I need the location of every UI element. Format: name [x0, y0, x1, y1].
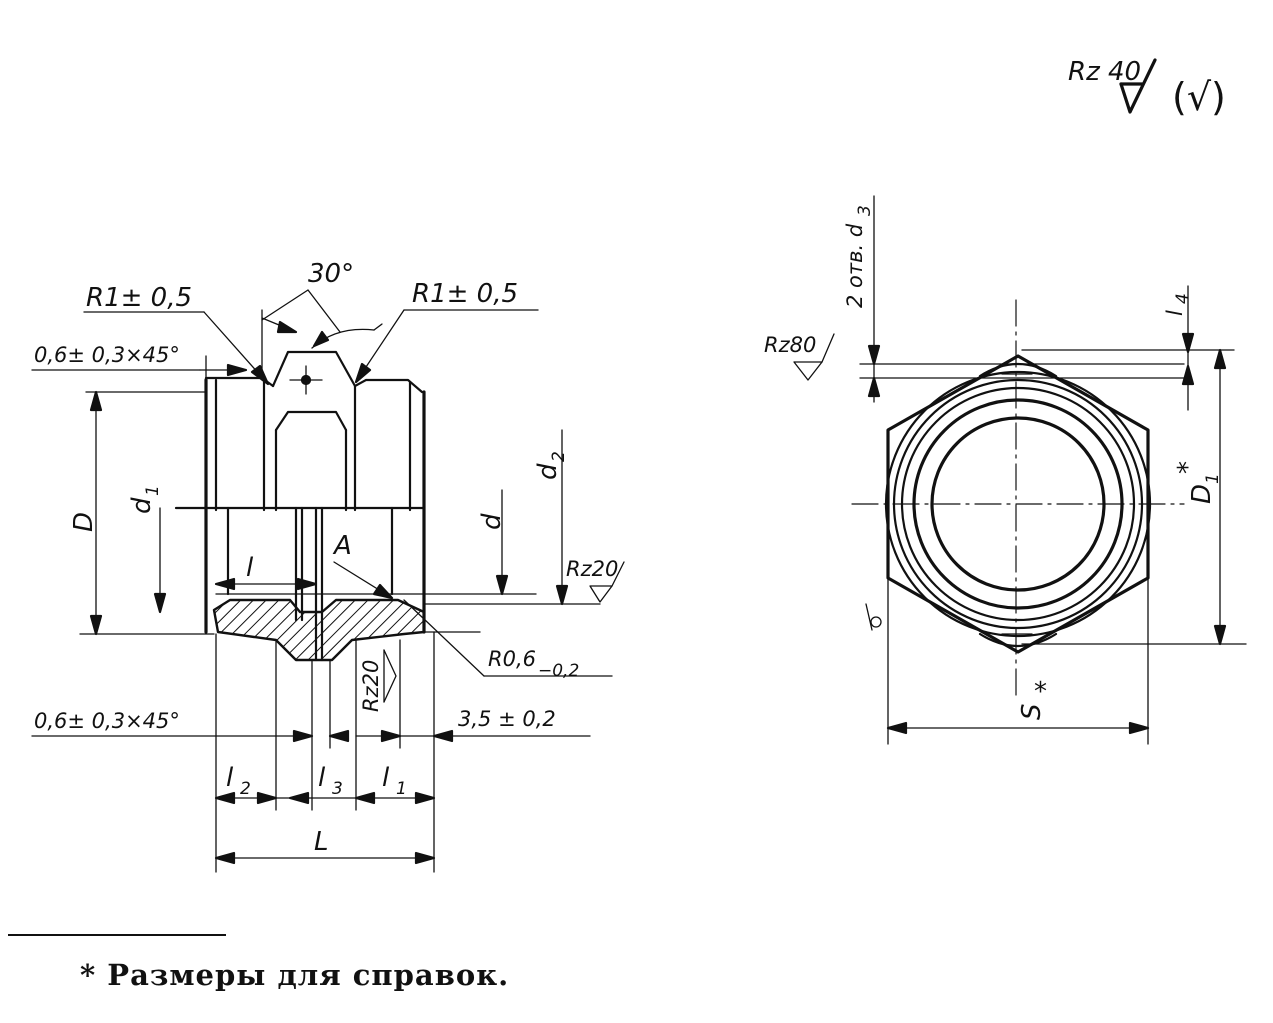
section-view: D d 1 d d 2 Rz20 l [31, 259, 625, 873]
label-chamfer-top: 0,6± 0,3×45° [34, 343, 180, 367]
end-view: 2 отв. d 3 Rz80 l 4 D 1 * [764, 195, 1247, 745]
label-d1: d 1 [127, 485, 163, 514]
label-l-inner: l [246, 553, 254, 583]
label-d: d [477, 513, 507, 530]
roughness-general-text: Rz 40 [1068, 57, 1141, 87]
label-angle-30: 30° [308, 259, 354, 289]
svg-text:3: 3 [332, 779, 343, 799]
svg-text:S: S [1017, 703, 1047, 720]
footnote-text: * Размеры для справок. [80, 958, 510, 992]
label-A: A [332, 531, 352, 561]
roughness-bore: Rz20 [566, 557, 625, 603]
svg-text:1: 1 [1203, 473, 1223, 484]
roughness-collar: Rz20 [359, 660, 383, 712]
svg-text:2: 2 [549, 451, 569, 462]
svg-text:l: l [318, 763, 326, 793]
label-l2: l 2 [226, 763, 251, 799]
label-collar-width: 3,5 ± 0,2 [458, 707, 556, 731]
svg-text:Rz20: Rz20 [359, 660, 383, 712]
label-l3: l 3 [318, 763, 343, 799]
label-S: S [1017, 703, 1047, 720]
svg-text:d: d [127, 497, 157, 514]
svg-text:Rz20: Rz20 [566, 557, 618, 581]
svg-text:3: 3 [855, 205, 875, 216]
label-S-star: * [1034, 677, 1047, 707]
svg-text:R0,6: R0,6 [488, 647, 536, 671]
svg-text:D: D [1187, 484, 1217, 504]
svg-text:1: 1 [396, 779, 407, 799]
svg-text:*: * [1173, 461, 1203, 474]
roughness-hex-face: Rz80 [764, 333, 835, 381]
label-chamfer-bottom: 0,6± 0,3×45° [34, 709, 180, 733]
label-D: D [69, 512, 99, 532]
label-l4: l 4 [1163, 293, 1193, 316]
label-radius-left: R1± 0,5 [86, 283, 192, 313]
svg-text:l: l [1163, 310, 1187, 316]
general-roughness-symbol: Rz 40 (√) [1068, 57, 1226, 119]
svg-text:d: d [533, 463, 563, 480]
label-l1: l 1 [382, 763, 407, 799]
label-L: L [314, 827, 329, 857]
svg-text:4: 4 [1173, 293, 1193, 304]
svg-text:2: 2 [240, 779, 251, 799]
svg-text:1: 1 [143, 485, 163, 496]
svg-text:2 отв. d: 2 отв. d [843, 223, 867, 308]
svg-text:l: l [382, 763, 390, 793]
svg-text:Rz80: Rz80 [764, 333, 816, 357]
label-radius-right: R1± 0,5 [412, 279, 518, 309]
footnote-rule [8, 934, 226, 936]
label-d2: d 2 [533, 451, 569, 480]
svg-text:l: l [226, 763, 234, 793]
roughness-general-paren: (√) [1172, 75, 1226, 119]
label-holes: 2 отв. d 3 [843, 205, 875, 308]
label-D1: D 1 * [1173, 461, 1223, 504]
svg-text:−0,2: −0,2 [538, 661, 579, 681]
